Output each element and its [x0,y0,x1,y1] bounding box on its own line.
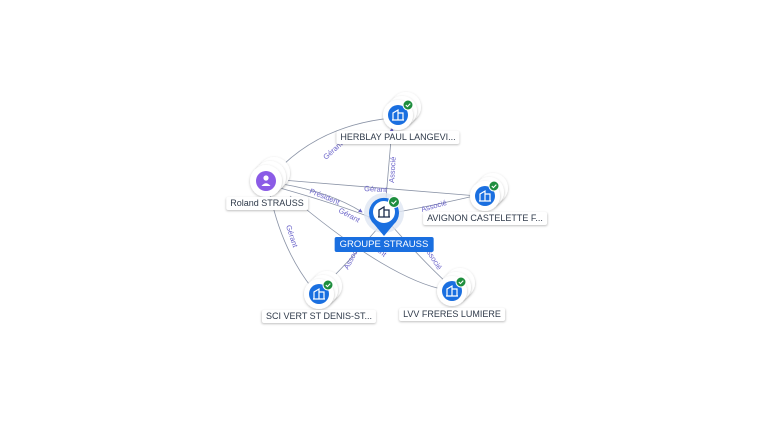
verified-check-icon [455,276,467,288]
company-icon [313,287,325,300]
label-sci-vert[interactable]: SCI VERT ST DENIS-ST... [261,310,377,323]
company-icon [446,284,458,297]
node-roland-strauss[interactable] [250,157,290,197]
edge-center-lvv [391,225,449,285]
edge-roland-herblay [275,116,393,173]
node-sci-vert[interactable] [304,271,342,309]
edge-center-avignon [397,194,475,213]
verified-check-icon [322,279,334,291]
edge-roland-avignon [281,179,479,198]
edge-roland-center-1 [281,183,363,213]
person-icon [261,175,271,186]
node-lvv[interactable] [437,268,475,306]
edge-label-center-herblay: Associé [387,156,398,183]
edge-label-roland-center-1: Président [308,187,342,208]
company-icon [479,189,491,202]
label-roland-strauss[interactable]: Roland STRAUSS [226,197,308,210]
edge-label-roland-avignon: Gérant [364,184,388,194]
label-avignon[interactable]: AVIGNON CASTELETTE F... [423,212,547,225]
node-avignon[interactable] [470,173,508,211]
company-icon [392,108,404,121]
company-icon [378,205,390,218]
verified-check-icon [388,196,400,208]
label-lvv[interactable]: LVV FRERES LUMIERE [399,308,505,321]
node-herblay[interactable] [383,92,421,130]
label-groupe-strauss[interactable]: GROUPE STRAUSS [334,237,434,252]
node-groupe-strauss[interactable] [364,193,404,236]
verified-check-icon [488,180,500,192]
verified-check-icon [402,99,414,111]
label-herblay[interactable]: HERBLAY PAUL LANGEVI... [336,131,460,144]
edge-label-roland-center-2: Gérant [337,206,362,225]
edge-roland-lvv [289,195,447,292]
